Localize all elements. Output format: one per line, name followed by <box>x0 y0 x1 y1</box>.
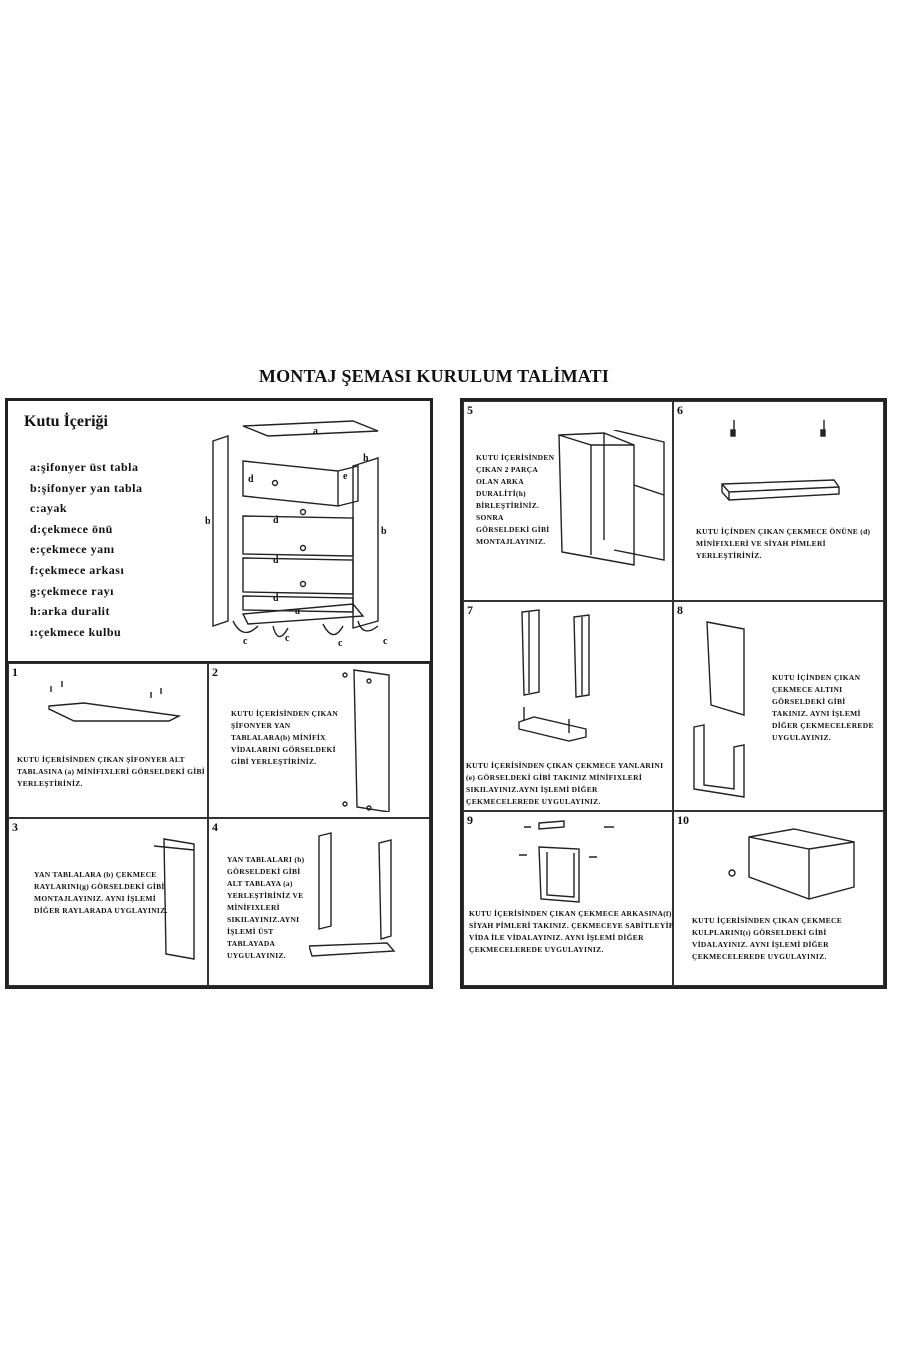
contents-item: g:çekmece rayı <box>30 583 114 598</box>
document-title: MONTAJ ŞEMASI KURULUM TALİMATI <box>258 366 610 386</box>
step-text: KUTU İÇERİSİNDEN ÇIKAN ŞİFONYER YAN TABL… <box>231 709 339 766</box>
step-text: KUTU İÇİNDEN ÇIKAN ÇEKMECE ÖNÜNE (d) MİN… <box>696 527 871 560</box>
contents-item: e:çekmece yanı <box>30 542 115 557</box>
step-9: 9 KUTU İÇERİSİNDEN ÇIKAN ÇEKMECE ARKASIN… <box>463 811 673 986</box>
contents-item: h:arka duralit <box>30 604 111 619</box>
step-text: KUTU İÇERİSİNDEN ÇIKAN 2 PARÇA OLAN ARKA… <box>476 453 555 546</box>
step-text: KUTU İÇİNDEN ÇIKAN ÇEKMECE ALTINI GÖRSEL… <box>772 673 874 742</box>
step-text: KUTU İÇERİSİNDEN ÇIKAN ÇEKMECE KULPLARIN… <box>692 916 843 961</box>
step-6: 6 KUTU İÇİNDEN ÇIKAN ÇEKMECE ÖNÜNE (d) M… <box>673 401 884 601</box>
svg-text:b: b <box>381 526 387 537</box>
drawer-handle-illustration <box>728 828 855 900</box>
step-number: 4 <box>212 820 218 834</box>
svg-text:a: a <box>295 606 300 617</box>
svg-text:a: a <box>313 426 318 437</box>
right-panel: 5 KUTU İÇERİSİNDEN ÇIKAN 2 PARÇA OLAN AR… <box>460 398 887 989</box>
contents-item: ı:çekmece kulbu <box>30 624 122 639</box>
left-panel: Kutu İçeriği a:şifonyer üst tabla b:şifo… <box>5 398 433 989</box>
step-text: KUTU İÇERİSİNDEN ÇIKAN ÇEKMECE ARKASINA(… <box>469 909 674 954</box>
step-number: 7 <box>467 603 473 617</box>
contents-item: d:çekmece önü <box>30 521 113 536</box>
step-number: 8 <box>677 603 683 617</box>
step-number: 2 <box>212 665 218 679</box>
svg-text:c: c <box>285 633 290 644</box>
step-number: 5 <box>467 403 473 417</box>
step-text: YAN TABLALARA (b) ÇEKMECE RAYLARINI(g) G… <box>34 870 168 915</box>
step-number: 10 <box>677 813 689 827</box>
back-panel-illustration <box>558 430 665 566</box>
drawer-back-illustration <box>519 820 614 903</box>
svg-text:d: d <box>248 474 254 485</box>
contents-item: c:ayak <box>30 501 67 516</box>
step-8: 8 KUTU İÇİNDEN ÇIKAN ÇEKMECE ALTINI GÖRS… <box>673 601 884 811</box>
step-number: 9 <box>467 813 473 827</box>
step-2: 2 KUTU İÇERİSİNDEN ÇIKAN ŞİFONYER YAN TA… <box>208 663 430 818</box>
svg-text:c: c <box>338 638 343 649</box>
bottom-panel-illustration <box>48 681 182 722</box>
drawer-front-illustration <box>721 420 840 501</box>
drawer-bottom-illustration <box>693 621 745 798</box>
svg-text:c: c <box>383 636 388 647</box>
step-text: YAN TABLALARI (b) GÖRSELDEKİ GİBİ ALT TA… <box>227 855 305 960</box>
step-7: 7 KUTU İÇERİSİNDEN ÇIKAN ÇEKMECE YANLARI… <box>463 601 673 811</box>
step-number: 3 <box>12 820 18 834</box>
step-1: 1 KUTU İÇERİSİNDEN ÇIKAN ŞİFONYER ALT TA… <box>8 663 208 818</box>
step-5: 5 KUTU İÇERİSİNDEN ÇIKAN 2 PARÇA OLAN AR… <box>463 401 673 601</box>
step-number: 1 <box>12 665 18 679</box>
step-3: 3 YAN TABLALARA (b) ÇEKMECE RAYLARINI(g)… <box>8 818 208 986</box>
step-text: KUTU İÇERİSİNDEN ÇIKAN ÇEKMECE YANLARINI… <box>466 761 664 806</box>
svg-text:h: h <box>363 453 369 464</box>
svg-text:b: b <box>205 516 211 527</box>
drawer-sides-illustration <box>518 609 590 742</box>
sides-assembly-illustration <box>309 832 396 957</box>
contents-item: a:şifonyer üst tabla <box>30 460 139 474</box>
svg-text:c: c <box>243 636 248 647</box>
svg-text:d: d <box>273 515 279 526</box>
contents-item: b:şifonyer yan tabla <box>30 480 143 495</box>
exploded-dresser-illustration: a b b d d d d e h a c c c c <box>205 420 388 649</box>
side-panel-illustration <box>342 669 390 812</box>
step-10: 10 KUTU İÇERİSİNDEN ÇIKAN ÇEKMECE KULPLA… <box>673 811 884 986</box>
svg-text:e: e <box>343 471 348 482</box>
svg-text:d: d <box>273 555 279 566</box>
step-text: KUTU İÇERİSİNDEN ÇIKAN ŞİFONYER ALT TABL… <box>17 755 206 788</box>
step-number: 6 <box>677 403 683 417</box>
contents-heading: Kutu İçeriği <box>24 413 108 430</box>
rail-panel-illustration <box>154 838 195 960</box>
contents-item: f:çekmece arkası <box>30 562 125 577</box>
contents-box: Kutu İçeriği a:şifonyer üst tabla b:şifo… <box>8 401 430 663</box>
contents-list: a:şifonyer üst tabla b:şifonyer yan tabl… <box>30 457 142 642</box>
svg-text:d: d <box>273 593 279 604</box>
step-4: 4 YAN TABLALARI (b) GÖRSELDEKİ GİBİ ALT … <box>208 818 430 986</box>
